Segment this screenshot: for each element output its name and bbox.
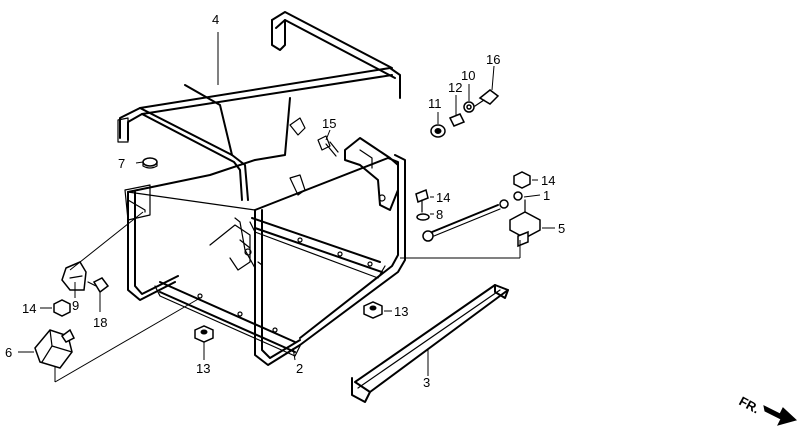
mount-bracket-part [344,137,399,211]
callout-6: 6 [5,345,12,360]
front-rail-part [154,281,301,357]
callout-7: 7 [118,156,125,171]
callout-16: 15 [322,116,336,131]
washer-10-part [463,101,475,113]
callout-14-upper: 14 [541,173,555,188]
leader-lines [18,32,555,383]
bolt-16-part [317,135,339,157]
callout-2: 2 [296,361,303,376]
callout-8: 8 [436,207,443,222]
bushing-11-part [430,124,446,138]
side-rail-part [351,284,509,403]
callout-5: 5 [558,221,565,236]
base-frame-part [124,97,406,366]
callout-17: 16 [486,52,500,67]
nut-13-center-part [194,325,214,343]
rear-rail-part [249,217,386,279]
callout-14-lower: 14 [22,301,36,316]
handle-frame-part [117,11,401,201]
rubber-mount-6-part [34,328,76,369]
callout-13-right: 13 [394,304,408,319]
callout-15: 14 [436,190,450,205]
ground-cable-part [422,191,523,242]
callout-1: 1 [543,188,550,203]
callout-10: 10 [461,68,475,83]
collar-12-part [448,113,466,127]
nut-14-lower-part [53,299,71,317]
nut-13-right-part [363,301,383,319]
bolt-18-part [87,277,110,294]
callout-18: 18 [93,315,107,330]
direction-label: FR. [737,393,763,416]
callout-13-center: 13 [196,361,210,376]
nut-14-upper-part [513,171,531,189]
callout-12: 12 [448,80,462,95]
callout-4: 4 [212,12,219,27]
arrow-icon [763,405,797,426]
bolt-17-part [474,89,500,107]
rubber-mount-5-part [509,199,541,248]
center-bracket-part [209,117,306,279]
callout-9: 9 [72,298,79,313]
bolt-15-part [415,188,429,213]
callout-11: 11 [428,96,442,111]
callout-labels: 4 7 15 11 12 10 16 14 1 14 8 5 9 18 14 6… [5,12,565,390]
washer-8-part [416,213,430,221]
nut-7-part [142,157,158,169]
front-direction-marker: FR. [737,393,797,426]
callout-3: 3 [423,375,430,390]
